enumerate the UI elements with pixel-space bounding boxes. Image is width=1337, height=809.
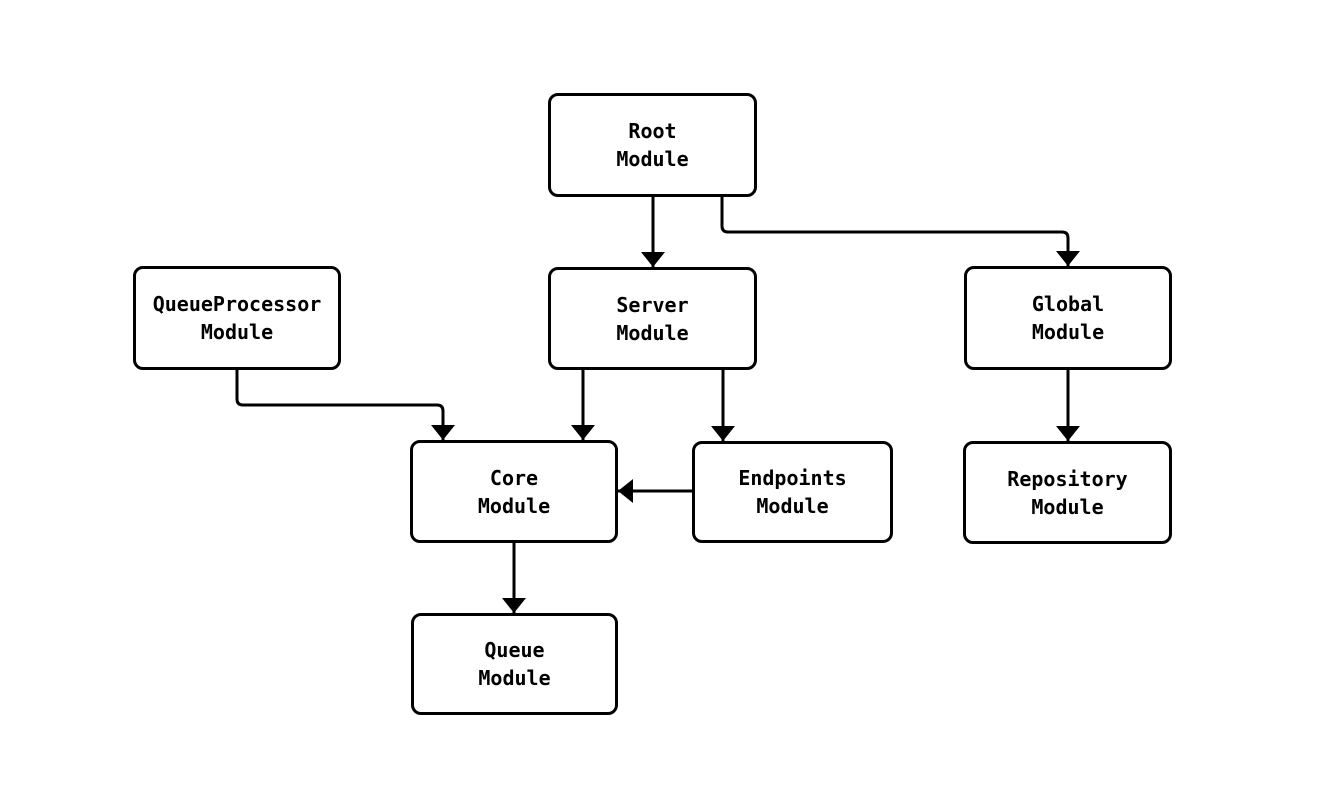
node-label-line: Server (616, 292, 689, 317)
node-label-line: Global (1031, 292, 1105, 316)
node-label-line: Repository (1007, 466, 1128, 491)
node-core-module: Core Module (410, 440, 618, 543)
node-label-line: Module (756, 494, 829, 518)
node-label-line: Module (616, 320, 689, 345)
node-label-line: QueueProcessor (152, 292, 322, 316)
node-label-line: Module (200, 320, 274, 344)
edge-queueprocessor-to-core (235, 370, 455, 440)
node-root-module: Root Module (548, 93, 757, 197)
edge-root-to-global (720, 197, 1080, 266)
node-queueprocessor-module: QueueProcessor Module (133, 266, 341, 370)
node-label-line: Module (477, 493, 551, 518)
node-queue-module: Queue Module (411, 613, 618, 715)
node-repository-module: Repository Module (963, 441, 1172, 544)
node-global-module: Global Module (964, 266, 1172, 370)
node-label-line: Module (478, 666, 551, 690)
node-label-line: Module (1031, 494, 1104, 519)
node-label-line: Root (628, 119, 677, 143)
node-label-line: Module (616, 147, 689, 171)
node-endpoints-module: Endpoints Module (692, 441, 893, 543)
node-label-line: Queue (484, 638, 545, 662)
node-server-module: Server Module (548, 267, 757, 370)
node-label-line: Endpoints (738, 466, 847, 490)
node-label-line: Core (489, 465, 539, 490)
node-label-line: Module (1031, 320, 1105, 344)
